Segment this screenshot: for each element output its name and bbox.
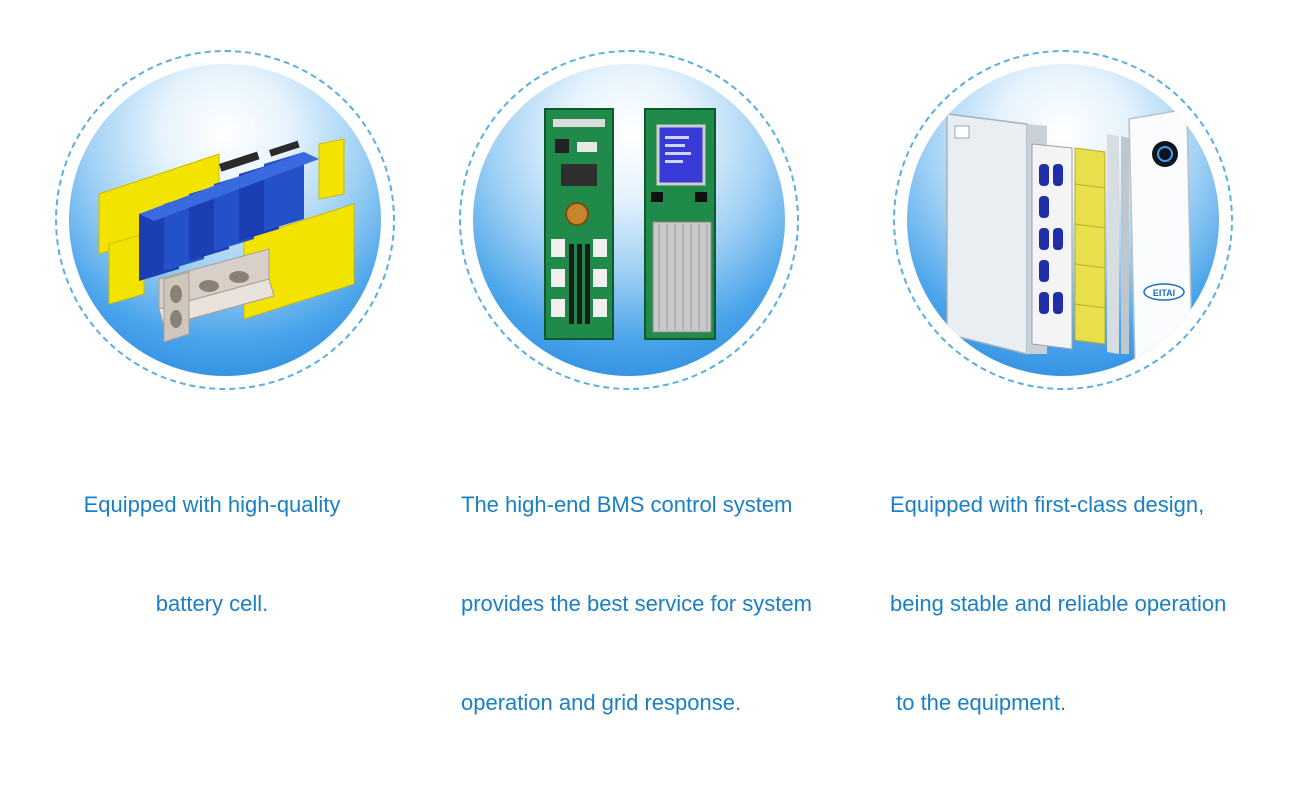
enclosure-image: EITAI (907, 64, 1219, 376)
bms-image (473, 64, 785, 376)
caption-line: Equipped with first-class design, (890, 492, 1205, 517)
battery-cell-image (69, 64, 381, 376)
dashed-ring (459, 50, 799, 390)
caption-line: battery cell. (155, 591, 269, 616)
battery-cell-module-icon (98, 138, 355, 343)
dashed-ring (893, 50, 1233, 390)
caption-line: operation and grid response. (461, 690, 742, 715)
caption-line: The high-end BMS control system (461, 492, 793, 517)
feature-caption: Equipped with first-class design, being … (890, 422, 1290, 785)
feature-caption: The high-end BMS control system provides… (461, 422, 881, 785)
caption-line: being stable and reliable operation (890, 591, 1227, 616)
caption-line: Equipped with high-quality (83, 492, 341, 517)
feature-circle: EITAI (893, 50, 1233, 390)
feature-caption: Equipped with high-quality battery cell. (62, 422, 362, 686)
dashed-ring (55, 50, 395, 390)
feature-circle (459, 50, 799, 390)
caption-line: to the equipment. (890, 690, 1067, 715)
feature-circle (55, 50, 395, 390)
caption-line: provides the best service for system (461, 591, 812, 616)
battery-enclosure-icon: EITAI (946, 108, 1193, 365)
brand-logo: EITAI (1153, 288, 1175, 298)
bms-circuit-board-icon (544, 108, 716, 340)
